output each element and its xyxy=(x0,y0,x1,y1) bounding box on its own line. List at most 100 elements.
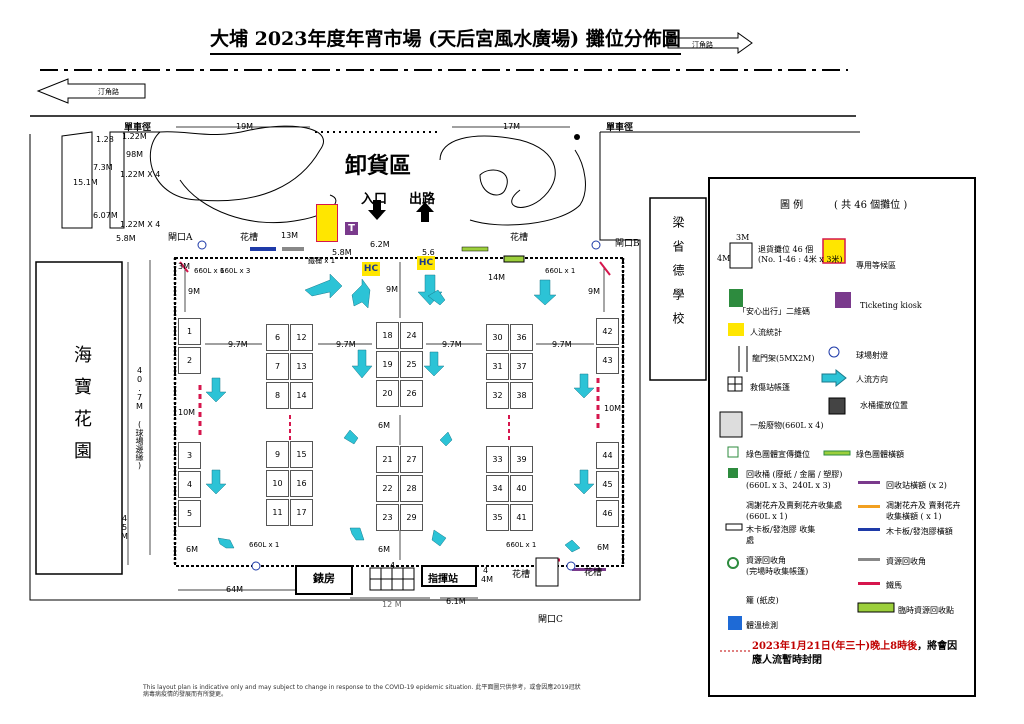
legend-kiosk: Ticketing kiosk xyxy=(860,301,922,310)
stall-24: 24 xyxy=(400,322,423,349)
stall-9: 9 xyxy=(266,441,289,468)
stall-15: 15 xyxy=(290,441,313,468)
planter-c: 花槽 xyxy=(512,570,531,580)
stall-31: 31 xyxy=(486,353,509,380)
stall-12: 12 xyxy=(290,324,313,351)
legend-dim-3m: 3M xyxy=(736,233,750,242)
disclaimer-footer: This layout plan is indicative only and … xyxy=(143,684,581,698)
measure-6m-a: 6M xyxy=(378,421,390,430)
bin-label-1: 660L x 1 xyxy=(194,267,225,275)
measure-1-28: 1.28 xyxy=(96,135,114,144)
exit-label: 出路 xyxy=(409,192,436,207)
gate-a: 閘口A xyxy=(168,233,193,243)
legend-paper: 籮 (紙皮) xyxy=(746,596,779,605)
legend-res-2: (完場時收集帳篷) xyxy=(746,567,809,576)
measure-4m: 4M xyxy=(481,575,493,584)
stall-33: 33 xyxy=(486,446,509,473)
legend-recycle-1: 回收桶 (廢紙 / 金屬 / 塑膠) xyxy=(746,470,843,479)
measure-5-8m-b: 5.8M xyxy=(116,234,136,243)
measure-19m: 19M xyxy=(236,122,254,131)
stall-18: 18 xyxy=(376,322,399,349)
bike-path-right: 單車徑 xyxy=(606,123,634,133)
stall-2: 2 xyxy=(178,347,201,374)
planter-b: 花槽 xyxy=(510,233,529,243)
stall-41: 41 xyxy=(510,504,533,531)
measure-5-8m: 5.8M xyxy=(332,248,352,257)
measure-17m: 17M xyxy=(503,122,521,131)
legend-stall-line2: (No. 1-46 : 4米 x 3米) xyxy=(758,255,843,264)
legend-gate-frame: 龍門架(5MX2M) xyxy=(752,354,815,363)
stall-46: 46 xyxy=(596,500,619,527)
legend-count: ( 共 46 個攤位 ) xyxy=(834,200,908,211)
measure-9-7m-a: 9.7M xyxy=(228,340,248,349)
leung-school-label: 梁省德學校 xyxy=(671,216,685,336)
legend-green-banner: 綠色團體橫額 xyxy=(856,450,904,459)
legend-wood-banner: 木卡板/發泡膠橫額 xyxy=(886,527,953,536)
legend-symbols xyxy=(719,238,895,652)
stall-1: 1 xyxy=(178,318,201,345)
measure-40-7m: 40.7M (球場邊緣) xyxy=(135,366,144,470)
legend-flower-banner-2: 收集橫額 ( x 1) xyxy=(886,512,942,521)
stall-25: 25 xyxy=(400,351,423,378)
measure-64m: 64M xyxy=(226,585,244,594)
cashier-building xyxy=(295,565,353,595)
ticketing-kiosk-icon: T xyxy=(345,222,358,235)
stall-29: 29 xyxy=(400,504,423,531)
hoi-pou-garden xyxy=(35,261,123,575)
notice-line2: 應人流暫時封閉 xyxy=(752,655,822,666)
measure-6m-b: 6M xyxy=(186,545,198,554)
stall-21: 21 xyxy=(376,446,399,473)
measure-7-3m: 7.3M xyxy=(93,163,113,172)
measure-98m: 98M xyxy=(126,150,144,159)
road-arrow-right xyxy=(667,32,753,54)
stall-28: 28 xyxy=(400,475,423,502)
road-arrow-left xyxy=(36,78,146,104)
measure-45m: 45M xyxy=(120,514,129,541)
bin-label-2: 660L x 3 xyxy=(220,267,251,275)
leung-school xyxy=(649,197,707,381)
hoi-pou-garden-label: 海寶花園 xyxy=(71,345,92,473)
legend-res-1: 資源回收角 xyxy=(746,556,786,565)
measure-9-7m-c: 9.7M xyxy=(442,340,462,349)
flow-arrows xyxy=(205,273,595,553)
legend-stall-line1: 退貨攤位 46 個 xyxy=(758,245,814,254)
unloading-area: 卸貨區 xyxy=(345,153,412,179)
market-boundary xyxy=(174,257,624,567)
road-label-left: 汀角路 xyxy=(98,88,119,96)
left-structure xyxy=(61,131,93,229)
legend-temp-check: 體溫檢測 xyxy=(746,621,778,630)
road-label-top: 汀角路 xyxy=(692,41,713,49)
measure-10m-b: 10M xyxy=(604,404,622,413)
stall-3: 3 xyxy=(178,442,201,469)
legend-res-banner: 資源回收角 xyxy=(886,557,926,566)
entrance-label: 入口 xyxy=(361,192,388,207)
stall-11: 11 xyxy=(266,499,289,526)
stall-7: 7 xyxy=(266,353,289,380)
stall-6: 6 xyxy=(266,324,289,351)
notice-black: ，將會因 xyxy=(917,641,958,652)
bin-label-4: 660L x 1 xyxy=(249,541,280,549)
measure-6-2m: 6.2M xyxy=(370,240,390,249)
legend-bucket: 水桶擺放位置 xyxy=(860,401,908,410)
stall-23: 23 xyxy=(376,504,399,531)
measure-6-07m: 6.07M xyxy=(93,211,118,220)
legend-temp-recycle: 臨時資源回收點 xyxy=(898,606,954,615)
hc-counter-icon: HC xyxy=(417,256,435,270)
stall-39: 39 xyxy=(510,446,533,473)
measure-9m-a: 9M xyxy=(188,287,200,296)
measure-6m-d: 6M xyxy=(597,543,609,552)
measure-5-6: 5.6 xyxy=(422,248,435,257)
measure-1-22m-x4-b: 1.22M X 4 xyxy=(120,220,161,229)
legend-barrier: 鐵馬 xyxy=(886,581,902,590)
stall-38: 38 xyxy=(510,382,533,409)
legend-flow: 人流方向 xyxy=(856,375,888,384)
bike-path-left: 單車徑 xyxy=(124,123,152,133)
legend-wood-2: 處 xyxy=(746,536,754,545)
planter-a: 花槽 xyxy=(240,233,259,243)
legend-waste: 一般廢物(660L x 4) xyxy=(750,421,824,430)
measure-13m: 13M xyxy=(281,231,299,240)
legend-flower-2: (660L x 1) xyxy=(746,512,788,521)
legend-rc-banner: 回收站橫額 (x 2) xyxy=(886,481,947,490)
legend-green-promo: 綠色團體宣傳攤位 xyxy=(746,450,810,459)
command-post-label: 指揮站 xyxy=(428,574,458,585)
